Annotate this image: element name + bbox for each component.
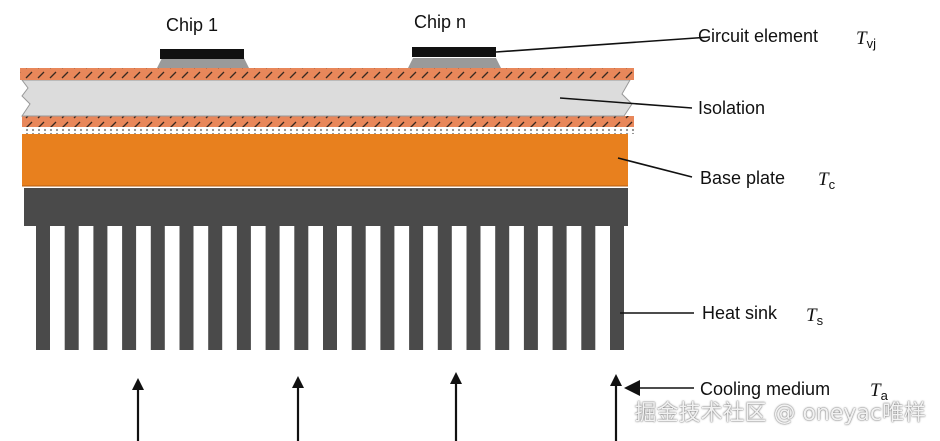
heat-sink-fin — [179, 224, 194, 350]
solder-layer — [22, 127, 634, 134]
circuit-element-label: Circuit element — [698, 26, 819, 46]
chip-n — [412, 47, 496, 57]
t-s-symbol: Ts — [806, 305, 824, 328]
heat-sink-fin — [581, 224, 596, 350]
heat-sink-fin — [466, 224, 481, 350]
heat-sink-fin — [150, 224, 165, 350]
heat-sink-fin — [552, 224, 567, 350]
heat-sink-fin — [437, 224, 452, 350]
chip-n-label: Chip n — [414, 12, 467, 32]
heat-sink-fin — [409, 224, 424, 350]
chip-1-label: Chip 1 — [166, 15, 219, 35]
heat-sink-fin — [351, 224, 366, 350]
heat-sink-fin — [36, 224, 50, 350]
heat-sink-fin — [208, 224, 223, 350]
heat-sink-fin — [380, 224, 395, 350]
cooling-medium-label: Cooling medium — [700, 379, 831, 399]
leader-isolation — [559, 97, 693, 109]
t-a-symbol: Ta — [870, 380, 888, 403]
isolation-layer — [21, 79, 633, 117]
heat-sink-label: Heat sink — [702, 303, 778, 323]
t-c-symbol: Tc — [818, 169, 836, 192]
t-vj-symbol: Tvj — [856, 28, 876, 51]
leader-circuit-element — [495, 36, 711, 53]
heat-sink-fin — [122, 224, 137, 350]
leader-base-plate — [617, 157, 693, 178]
heat-sink-fin — [294, 224, 309, 350]
heat-sink-fin — [523, 224, 538, 350]
heat-sink-fins — [36, 224, 624, 350]
cooling-arrows — [132, 372, 622, 441]
heat-sink-fin — [265, 224, 280, 350]
heat-sink-fin — [93, 224, 108, 350]
base-plate-label: Base plate — [700, 168, 786, 188]
heat-sink-fin — [236, 224, 251, 350]
airflow-arrow-head — [132, 378, 144, 390]
airflow-arrow-head — [450, 372, 462, 384]
heat-sink-fin — [323, 224, 337, 350]
heat-sink-fin — [64, 224, 79, 350]
airflow-arrow-head — [292, 376, 304, 388]
heat-sink-fin — [495, 224, 510, 350]
airflow-arrow-head — [610, 374, 622, 386]
isolation-label: Isolation — [698, 98, 766, 118]
base-plate — [22, 134, 628, 186]
chip-n-solder — [408, 58, 501, 68]
chip-1-solder — [157, 58, 249, 68]
watermark: 掘金技术社区 @ oneyac唯样 — [634, 401, 926, 426]
heat-sink-body — [24, 188, 628, 226]
heat-sink-fin — [610, 224, 624, 350]
chip-1 — [160, 49, 244, 59]
